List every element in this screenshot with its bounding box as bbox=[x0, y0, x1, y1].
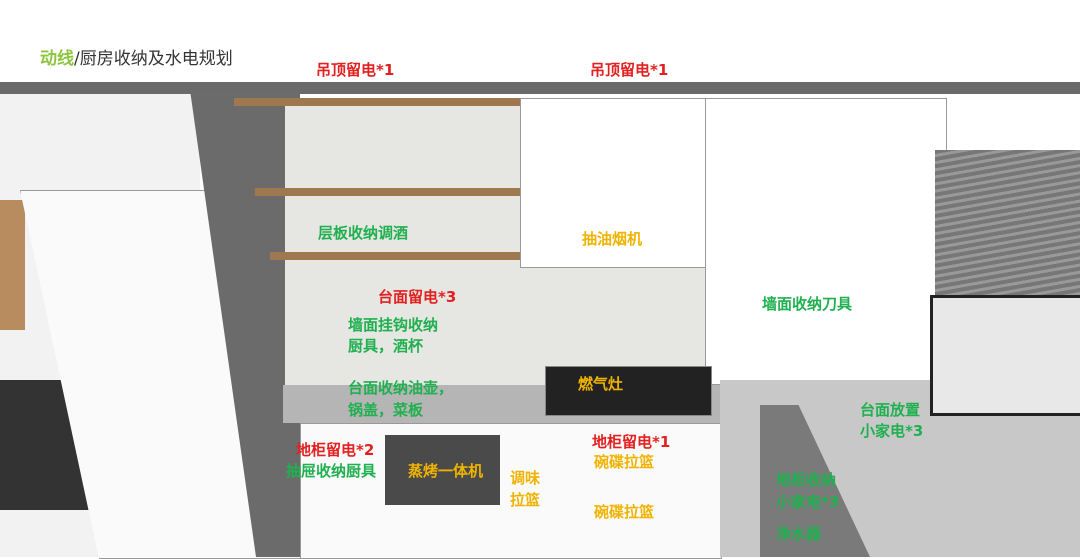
wood-panel bbox=[0, 200, 25, 330]
oven bbox=[385, 435, 500, 505]
label-ceiling-power-1: 吊顶留电*1 bbox=[316, 61, 395, 79]
label-counter-power: 台面留电*3 bbox=[378, 288, 457, 306]
shelf-3 bbox=[270, 252, 530, 260]
label-base-power-2: 地柜留电*2 bbox=[296, 441, 375, 459]
label-appliances-counter-1: 台面放置 bbox=[860, 401, 921, 419]
label-shelf-storage: 层板收纳调酒 bbox=[318, 224, 409, 242]
label-base-appliances-1: 地柜收纳 bbox=[776, 471, 837, 489]
label-water-purifier: 净水器 bbox=[776, 525, 822, 543]
label-appliances-counter-2: 小家电*3 bbox=[860, 422, 924, 440]
label-base-power-1: 地柜留电*1 bbox=[592, 433, 671, 451]
label-knife-storage: 墙面收纳刀具 bbox=[762, 295, 853, 313]
label-range-hood: 抽油烟机 bbox=[582, 230, 643, 248]
label-base-appliances-2: 小家电*3 bbox=[776, 493, 840, 511]
label-wall-hook-2: 厨具，酒杯 bbox=[348, 337, 424, 355]
label-spice-1: 调味 bbox=[510, 469, 541, 487]
title-rest: /厨房收纳及水电规划 bbox=[74, 49, 233, 69]
label-dish-basket-2: 碗碟拉篮 bbox=[594, 503, 655, 521]
label-drawer-storage: 抽屉收纳厨具 bbox=[286, 462, 377, 480]
title-accent: 动线 bbox=[40, 49, 74, 69]
ceiling-beam bbox=[0, 82, 1080, 94]
window-blind bbox=[935, 150, 1080, 300]
base-cabinets bbox=[300, 423, 722, 559]
label-steam-oven: 蒸烤一体机 bbox=[408, 462, 484, 480]
label-ceiling-power-2: 吊顶留电*1 bbox=[590, 61, 669, 79]
cooktop bbox=[545, 366, 712, 416]
label-gas-stove: 燃气灶 bbox=[578, 375, 624, 393]
page-title: 动线/厨房收纳及水电规划 bbox=[40, 44, 233, 69]
label-wall-hook-1: 墙面挂钩收纳 bbox=[348, 316, 439, 334]
label-counter-storage-1: 台面收纳油壶， bbox=[348, 379, 454, 397]
label-spice-2: 拉篮 bbox=[510, 491, 541, 509]
shelf-2 bbox=[255, 188, 525, 196]
right-tall-cabinet bbox=[705, 98, 947, 385]
label-dish-basket-1: 碗碟拉篮 bbox=[594, 453, 655, 471]
shelf-1 bbox=[234, 98, 524, 106]
window bbox=[930, 295, 1080, 416]
label-counter-storage-2: 锅盖，菜板 bbox=[348, 401, 424, 419]
